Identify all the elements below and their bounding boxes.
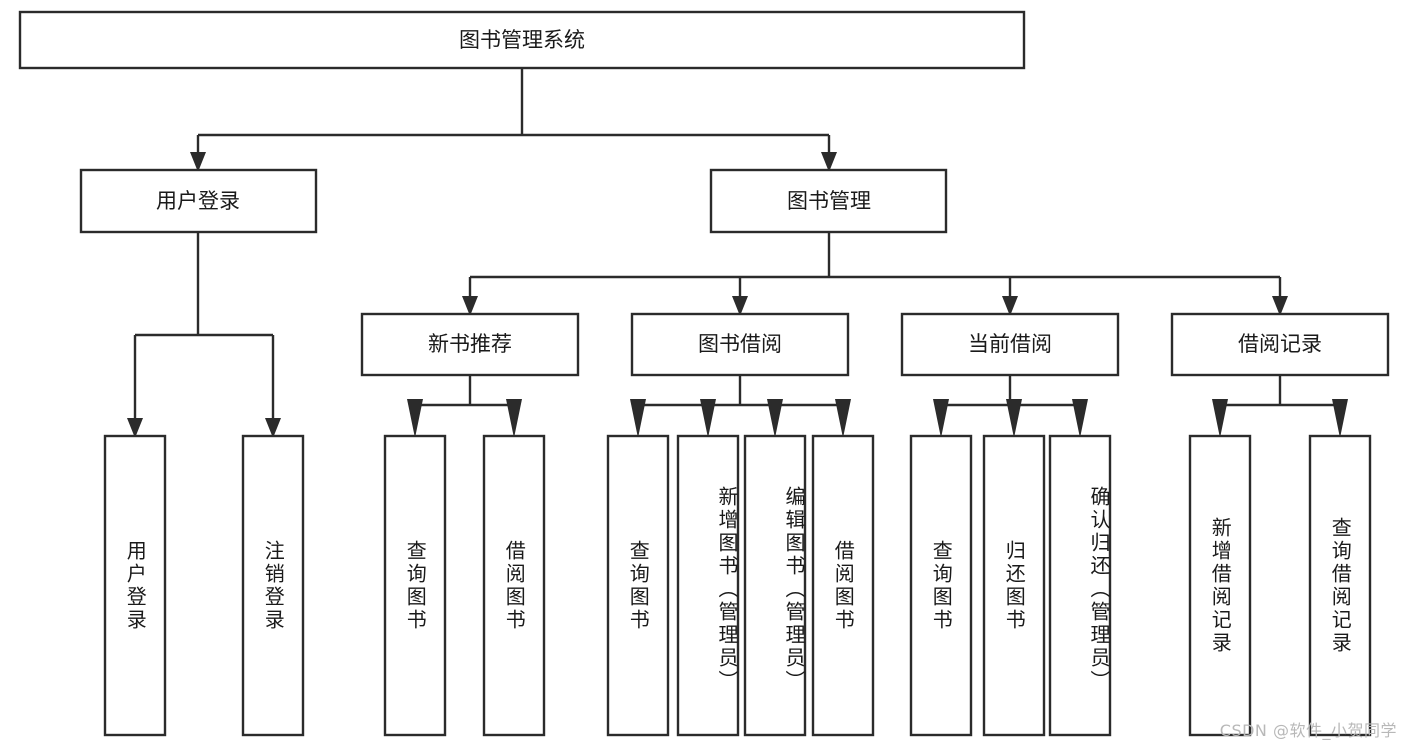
arrow-icon-leaf-query-record	[1332, 399, 1348, 438]
node-new-book-recommend-label: 新书推荐	[428, 332, 512, 356]
node-new-book-recommend[interactable]: 新书推荐	[360, 312, 580, 377]
node-book-manage-label: 图书管理	[787, 189, 871, 213]
node-leaf-edit-book-box[interactable]	[743, 434, 807, 737]
node-leaf-query-book-1-box[interactable]	[383, 434, 447, 737]
arrow-icon-leaf-query-book-3	[933, 399, 949, 438]
node-book-borrow[interactable]: 图书借阅	[630, 312, 850, 377]
arrow-icon-leaf-edit-book	[767, 399, 783, 438]
node-leaf-logout-login-box[interactable]	[241, 434, 305, 737]
arrow-icon-borrow-record	[1272, 296, 1288, 316]
node-leaf-query-book-2-box[interactable]	[606, 434, 670, 737]
arrow-icon-leaf-logout-login	[265, 418, 281, 438]
node-current-borrow-label: 当前借阅	[968, 332, 1052, 356]
node-user-login-label: 用户登录	[156, 189, 240, 213]
node-user-login[interactable]: 用户登录	[79, 168, 318, 234]
node-borrow-record-box[interactable]	[1170, 312, 1390, 377]
node-new-book-recommend-box[interactable]	[360, 312, 580, 377]
node-leaf-borrow-book-2-box[interactable]	[811, 434, 875, 737]
node-leaf-add-book-box[interactable]	[676, 434, 740, 737]
node-book-manage-box[interactable]	[709, 168, 948, 234]
node-leaf-borrow-book-1-box[interactable]	[482, 434, 546, 737]
node-root-label: 图书管理系统	[459, 28, 585, 52]
watermark-text: CSDN @软件_小贺同学	[1219, 721, 1397, 740]
node-current-borrow-box[interactable]	[900, 312, 1120, 377]
node-leaf-query-book-3-box[interactable]	[909, 434, 973, 737]
arrow-icon-current-borrow	[1002, 296, 1018, 316]
node-book-manage[interactable]: 图书管理	[709, 168, 948, 234]
node-borrow-record-label: 借阅记录	[1238, 332, 1322, 356]
node-user-login-box[interactable]	[79, 168, 318, 234]
arrow-icon-leaf-confirm-return	[1072, 399, 1088, 438]
arrow-icon-book-borrow	[732, 296, 748, 316]
node-current-borrow[interactable]: 当前借阅	[900, 312, 1120, 377]
arrow-icon-leaf-return-book	[1006, 399, 1022, 438]
arrow-icon-new-book-recommend	[462, 296, 478, 316]
node-leaf-return-book-box[interactable]	[982, 434, 1046, 737]
arrow-icon-leaf-user-login	[127, 418, 143, 438]
arrow-icon-leaf-query-book-2	[630, 399, 646, 438]
node-book-borrow-label: 图书借阅	[698, 332, 782, 356]
arrow-icon-leaf-borrow-book-2	[835, 399, 851, 438]
arrow-icon-book-manage	[821, 152, 837, 172]
arrow-icon-leaf-add-book	[700, 399, 716, 438]
node-leaf-add-record-box[interactable]	[1188, 434, 1252, 737]
arrow-icon-leaf-query-book-1	[407, 399, 423, 438]
node-leaf-user-login-box[interactable]	[103, 434, 167, 737]
node-borrow-record[interactable]: 借阅记录	[1170, 312, 1390, 377]
node-root-box[interactable]	[18, 10, 1026, 70]
arrow-icon-user-login	[190, 152, 206, 172]
arrow-icon-leaf-borrow-book-1	[506, 399, 522, 438]
arrowhead-layer	[127, 152, 1348, 438]
arrow-icon-leaf-add-record	[1212, 399, 1228, 438]
leaf-box-layer	[103, 434, 1372, 737]
node-leaf-query-record-box[interactable]	[1308, 434, 1372, 737]
node-leaf-confirm-return-box[interactable]	[1048, 434, 1112, 737]
node-book-borrow-box[interactable]	[630, 312, 850, 377]
node-root[interactable]: 图书管理系统	[18, 10, 1026, 70]
